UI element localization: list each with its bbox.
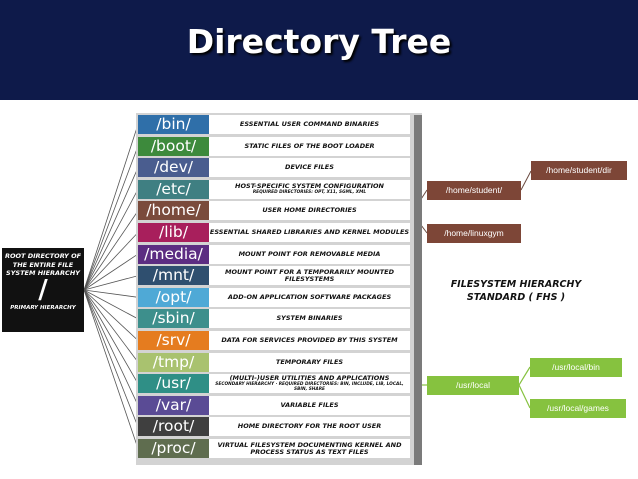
fhs-label-line2: STANDARD ( FHS ) [466, 292, 566, 303]
connector-root-1 [83, 145, 139, 291]
connector-root-9 [83, 289, 139, 320]
fhs-label: FILESYSTEM HIERARCHY STANDARD ( FHS ) [440, 278, 592, 304]
header-bar: Directory Tree [0, 0, 638, 100]
directory-description-text: ADD-ON APPLICATION SOFTWARE PACKAGES [227, 292, 392, 301]
connector-root-12 [83, 289, 139, 384]
node-usr-local-bin: /usr/local/bin [530, 358, 622, 377]
connector-root-0 [83, 124, 139, 291]
connector-root-5 [83, 232, 139, 291]
directory-description-text: TEMPORARY FILES [275, 357, 344, 366]
directory-path: /proc/ [138, 439, 209, 458]
directory-description: MOUNT POINT FOR REMOVABLE MEDIA [209, 244, 410, 264]
connector-root-4 [83, 210, 139, 291]
connector-root-7 [83, 275, 139, 291]
directory-path: /tmp/ [138, 352, 209, 372]
directory-description-text: HOST-SPECIFIC SYSTEM CONFIGURATION [235, 182, 384, 191]
connector-root-15 [83, 289, 139, 449]
root-caption: PRIMARY HIERARCHY [10, 304, 76, 311]
directory-description: DEVICE FILES [209, 158, 410, 178]
directory-description-text: ESSENTIAL SHARED LIBRARIES AND KERNEL MO… [209, 228, 410, 236]
connector-student-dir [520, 170, 532, 191]
root-symbol: / [38, 274, 48, 305]
directory-description: STATIC FILES OF THE BOOT LOADER [209, 136, 410, 156]
connector-root-2 [83, 167, 139, 291]
directory-description: ESSENTIAL USER COMMAND BINARIES [209, 115, 410, 134]
directory-description: VIRTUAL FILESYSTEM DOCUMENTING KERNEL AN… [209, 439, 410, 458]
directory-description: ADD-ON APPLICATION SOFTWARE PACKAGES [209, 287, 410, 307]
connector-local-games [518, 384, 531, 409]
directory-description-text: VIRTUAL FILESYSTEM DOCUMENTING KERNEL AN… [217, 440, 402, 456]
directory-path: /boot/ [138, 136, 209, 156]
directory-path: /bin/ [138, 115, 209, 134]
connector-root-8 [83, 289, 139, 298]
directory-description-text: ESSENTIAL USER COMMAND BINARIES [239, 120, 380, 128]
connector-root-6 [83, 253, 139, 291]
node-home-student-dir: /home/student/dir [531, 161, 627, 180]
node-home-student: /home/student/ [427, 181, 521, 200]
directory-description: MOUNT POINT FOR A TEMPORARILY MOUNTED FI… [209, 266, 410, 286]
directory-description: VARIABLE FILES [209, 395, 410, 415]
directory-description-text: MOUNT POINT FOR REMOVABLE MEDIA [238, 249, 381, 258]
directory-description: SYSTEM BINARIES [209, 309, 410, 329]
directory-path: /lib/ [138, 223, 209, 242]
directory-path: /root/ [138, 417, 209, 437]
node-usr-local: /usr/local [427, 376, 519, 395]
directory-description-text: HOME DIRECTORY FOR THE ROOT USER [237, 422, 382, 431]
connector-root-10 [83, 289, 139, 341]
connector-root-11 [83, 289, 139, 363]
directory-description-text: MOUNT POINT FOR A TEMPORARILY MOUNTED FI… [225, 267, 394, 283]
connector-root-13 [83, 289, 139, 406]
directory-path: /srv/ [138, 331, 209, 350]
directory-description-text: DEVICE FILES [285, 163, 334, 172]
connector-local-bin [518, 366, 531, 386]
directory-description: TEMPORARY FILES [209, 352, 410, 372]
directory-subnote: SECONDARY HIERARCHY · REQUIRED DIRECTORI… [215, 382, 404, 393]
directory-description: HOME DIRECTORY FOR THE ROOT USER [209, 417, 410, 437]
directory-subnote: REQUIRED DIRECTORIES: OPT, X11, SGML, XM… [252, 190, 367, 196]
panel-side-strip [414, 115, 422, 465]
directory-description-text: SYSTEM BINARIES [276, 314, 343, 323]
directory-description: ESSENTIAL SHARED LIBRARIES AND KERNEL MO… [209, 223, 410, 242]
directory-description-text: USER HOME DIRECTORIES [262, 206, 357, 215]
directory-path: /usr/ [138, 374, 209, 394]
directory-path: /dev/ [138, 158, 209, 178]
connector-root-14 [83, 289, 139, 428]
directory-description: USER HOME DIRECTORIES [209, 201, 410, 221]
directory-description-text: VARIABLE FILES [280, 400, 339, 409]
directory-description: DATA FOR SERVICES PROVIDED BY THIS SYSTE… [209, 331, 410, 350]
connector-root-3 [83, 189, 139, 291]
directory-path: /mnt/ [138, 266, 209, 286]
directory-path: /media/ [138, 244, 209, 264]
node-usr-local-games: /usr/local/games [530, 399, 626, 418]
fhs-label-line1: FILESYSTEM HIERARCHY [450, 279, 582, 290]
directory-description-text: DATA FOR SERVICES PROVIDED BY THIS SYSTE… [221, 336, 398, 344]
directory-path: /var/ [138, 395, 209, 415]
directory-path: /home/ [138, 201, 209, 221]
directory-path: /sbin/ [138, 309, 209, 329]
directory-description-text: (MULTI-)USER UTILITIES AND APPLICATIONS [229, 374, 390, 383]
directory-path: /opt/ [138, 287, 209, 307]
root-directory-box: ROOT DIRECTORY OF THE ENTIRE FILE SYSTEM… [2, 248, 84, 332]
page-title: Directory Tree [186, 22, 452, 61]
root-label: ROOT DIRECTORY OF THE ENTIRE FILE SYSTEM… [4, 252, 82, 277]
directory-description-text: STATIC FILES OF THE BOOT LOADER [244, 141, 375, 150]
directory-path: /etc/ [138, 179, 209, 199]
node-home-linuxgym: /home/linuxgym [427, 224, 521, 243]
